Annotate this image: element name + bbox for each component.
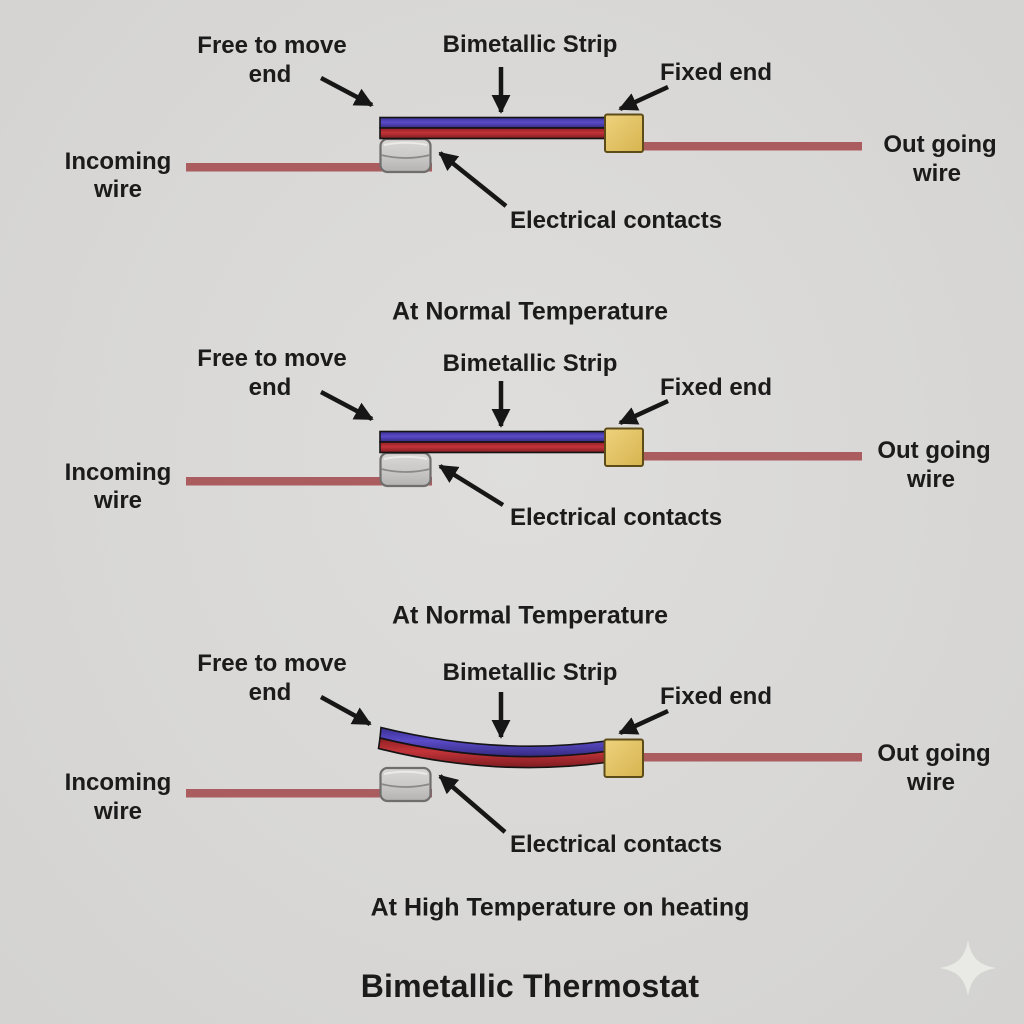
bimetallic-strip-label: Bimetallic Strip (442, 350, 618, 377)
incoming-wire-label-line1: Incoming (64, 459, 172, 486)
fixed-end-block (604, 113, 644, 153)
outgoing-wire-label-line2: wire (906, 466, 956, 493)
free-end-label-line2: end (248, 61, 292, 88)
fixed-end-label: Fixed end (659, 683, 773, 710)
free-end-label-line1: Free to move (197, 32, 347, 59)
incoming-wire-label-line2: wire (93, 487, 143, 514)
panel-3-graphics (186, 692, 862, 834)
free-end-arrow (319, 390, 374, 421)
fixed-end-label: Fixed end (659, 59, 773, 86)
outgoing-wire-label-line1: Out going (877, 740, 991, 767)
electrical-contacts-label: Electrical contacts (509, 504, 723, 531)
incoming-wire-label-line1: Incoming (64, 769, 172, 796)
free-end-arrow (319, 695, 372, 726)
incoming-wire (186, 477, 432, 486)
outgoing-wire (643, 452, 862, 461)
electrical-contacts-label: Electrical contacts (509, 831, 723, 858)
free-end-label-line1: Free to move (197, 345, 347, 372)
free-end-label-line1: Free to move (197, 650, 347, 677)
fixed-end-block (603, 738, 644, 778)
outgoing-wire-label-line2: wire (912, 160, 962, 187)
bimetallic-strip-label: Bimetallic Strip (442, 31, 618, 58)
fixed-end-block (604, 427, 644, 467)
panel-2-caption: At Normal Temperature (392, 601, 668, 630)
contacts-arrow (438, 464, 505, 507)
panel-1-graphics (186, 67, 862, 208)
free-end-label-line2: end (248, 679, 292, 706)
incoming-wire (186, 163, 432, 172)
incoming-wire-label-line2: wire (93, 176, 143, 203)
outgoing-wire (643, 142, 862, 151)
fixed-end-label: Fixed end (659, 374, 773, 401)
incoming-wire-label-line2: wire (93, 798, 143, 825)
outgoing-wire (643, 753, 862, 762)
outgoing-wire-label-line1: Out going (883, 131, 997, 158)
outgoing-wire-label-line2: wire (906, 769, 956, 796)
panel-1-caption: At Normal Temperature (392, 297, 668, 326)
incoming-wire-label-line1: Incoming (64, 148, 172, 175)
free-end-label-line2: end (248, 374, 292, 401)
bimetallic-strip-label: Bimetallic Strip (442, 659, 618, 686)
fixed-end-arrow (618, 708, 669, 736)
contacts-arrow (438, 151, 508, 208)
panel-2-graphics (186, 381, 862, 507)
incoming-wire (186, 789, 432, 798)
contacts-arrow (438, 774, 507, 834)
sparkle-icon (940, 940, 996, 996)
fixed-end-arrow (618, 398, 669, 426)
free-end-arrow (319, 76, 374, 107)
panel-3-caption: At High Temperature on heating (370, 893, 750, 922)
page-title: Bimetallic Thermostat (360, 968, 700, 1004)
outgoing-wire-label-line1: Out going (877, 437, 991, 464)
electrical-contacts-label: Electrical contacts (509, 207, 723, 234)
fixed-end-arrow (618, 84, 669, 112)
